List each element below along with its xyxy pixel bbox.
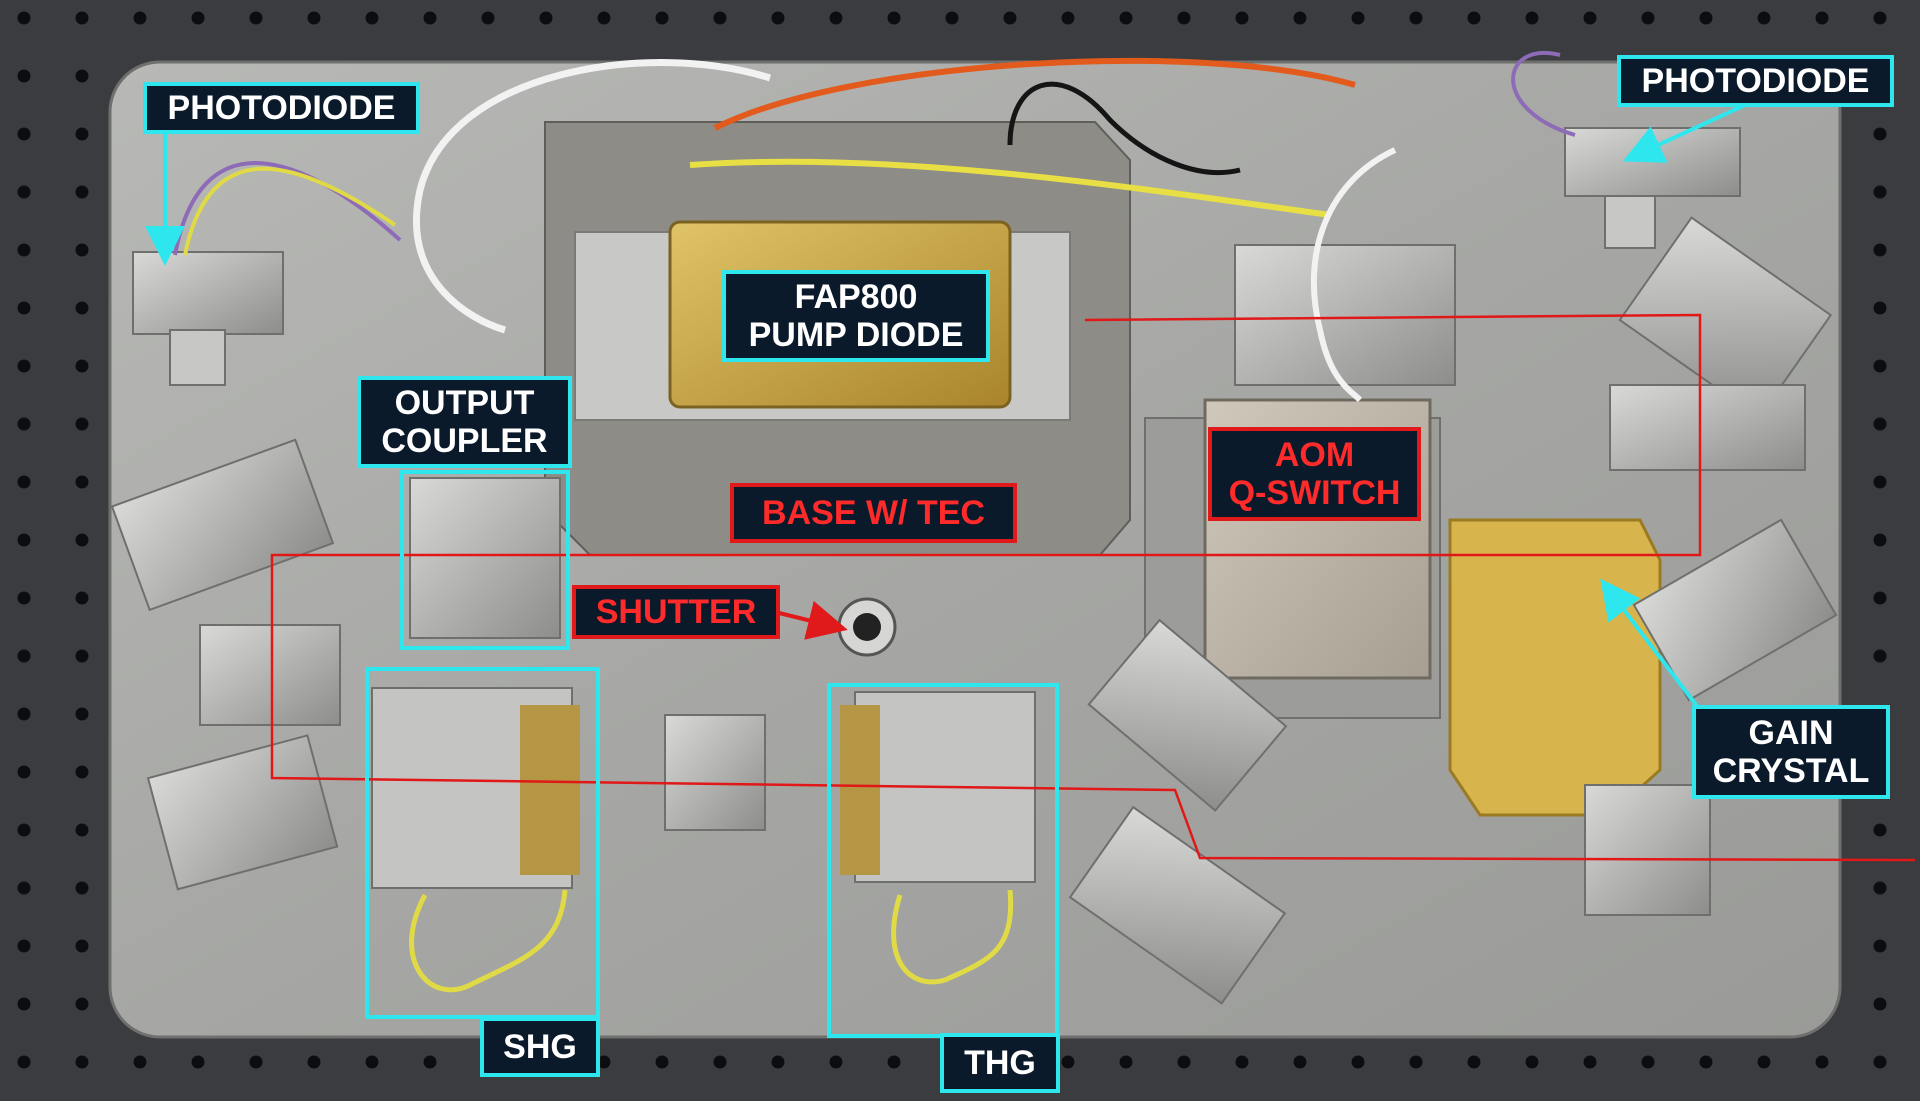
cable-white-right (1310, 147, 1397, 403)
shutter-arrow (774, 600, 848, 640)
cable-black (1007, 81, 1241, 176)
label-gain-crystal: GAIN CRYSTAL (1692, 705, 1890, 799)
label-aom-q-switch: AOM Q-SWITCH (1208, 427, 1421, 521)
mirror-mount-left-middle (199, 624, 341, 726)
laser-beam-path (270, 313, 1916, 862)
photodiode-right-barrel (1604, 195, 1656, 249)
shg-wire (409, 889, 568, 993)
label-thg: THG (940, 1033, 1060, 1093)
shg-brass (520, 705, 580, 875)
mirror-mount-right-upper (1618, 216, 1833, 419)
lens-mount-right (1584, 784, 1711, 916)
gain-crystal-arrow (1600, 578, 1702, 712)
mirror-mount-left-upper (110, 438, 335, 612)
thg-brass (840, 705, 880, 875)
label-photodiode-right: PHOTODIODE (1617, 55, 1894, 107)
mirror-mount-right-mid (1609, 384, 1806, 471)
photodiode-left-mount (132, 251, 284, 335)
cable-yellow-left (183, 166, 397, 256)
mirror-mount-fold-lower (1068, 805, 1287, 1005)
cable-white (413, 59, 772, 334)
cable-purple-left (173, 161, 402, 256)
label-fap800-pump-diode: FAP800 PUMP DIODE (722, 270, 990, 362)
cable-purple-right (1511, 51, 1576, 137)
shutter-hole (853, 613, 881, 641)
thg-wire (891, 889, 1014, 985)
mirror-mount-right-lower (1632, 518, 1838, 702)
cable-yellow (689, 158, 1331, 218)
output-coupler-outline (400, 470, 570, 650)
cable-orange (713, 57, 1356, 131)
photodiode-left-barrel (169, 329, 226, 386)
label-photodiode-left: PHOTODIODE (143, 82, 420, 134)
photodiode-right-arrow (1622, 103, 1746, 163)
mirror-mount-fold-upper (1087, 618, 1288, 812)
lens-mount-center (664, 714, 766, 831)
label-shutter: SHUTTER (572, 585, 780, 639)
mirror-mount-left-lower (146, 734, 339, 891)
label-base-w-tec: BASE W/ TEC (730, 483, 1017, 543)
label-shg: SHG (480, 1017, 600, 1077)
label-output-coupler: OUTPUT COUPLER (357, 376, 572, 468)
output-coupler-mount (409, 477, 561, 639)
